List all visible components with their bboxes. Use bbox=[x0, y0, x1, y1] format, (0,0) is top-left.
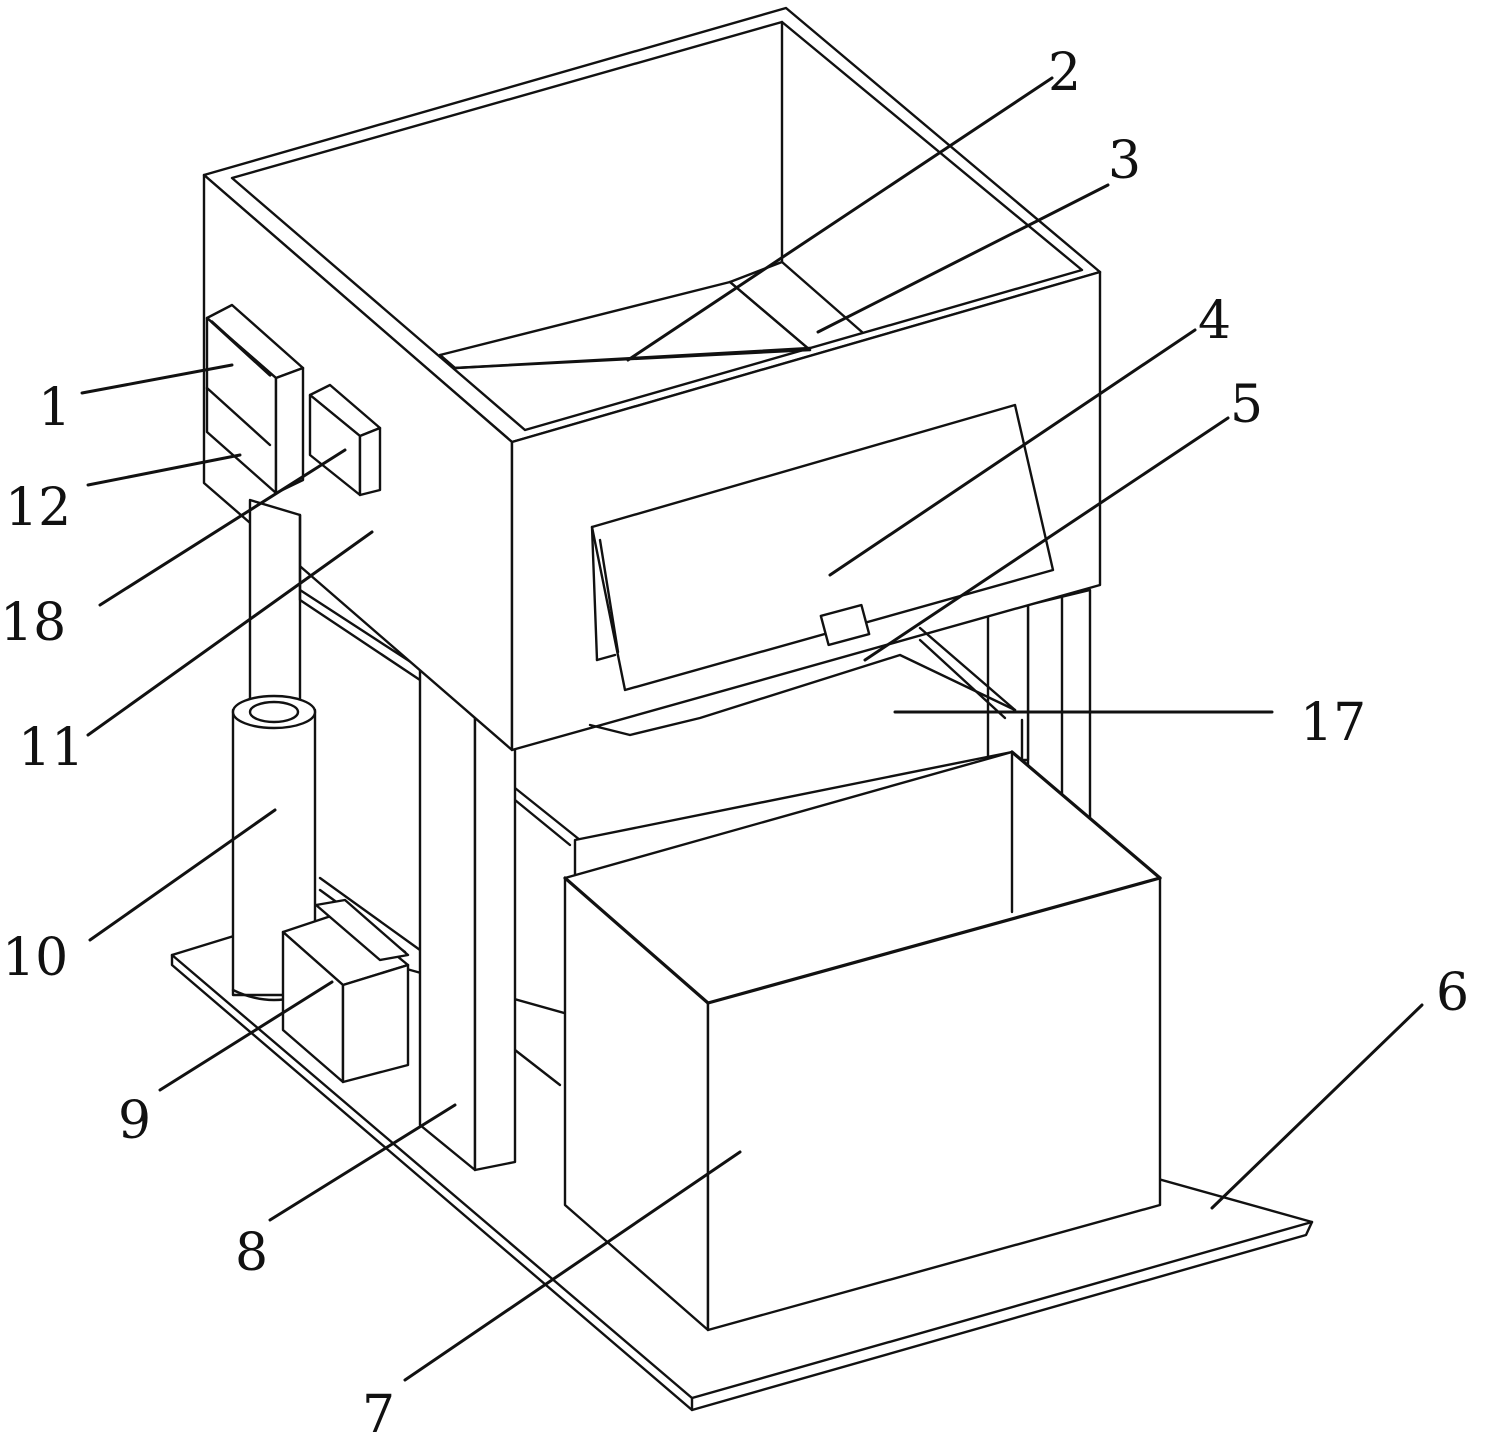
label-17: 17 bbox=[1300, 693, 1366, 753]
label-11: 11 bbox=[18, 718, 84, 778]
label-6: 6 bbox=[1436, 963, 1469, 1023]
leader-6 bbox=[1212, 1005, 1422, 1208]
label-18: 18 bbox=[0, 593, 66, 653]
front-left-leg bbox=[420, 668, 515, 1170]
label-4: 4 bbox=[1198, 291, 1231, 351]
label-10: 10 bbox=[2, 928, 68, 988]
label-3: 3 bbox=[1108, 131, 1141, 191]
label-2: 2 bbox=[1048, 43, 1081, 103]
label-5: 5 bbox=[1230, 375, 1263, 435]
label-12: 12 bbox=[5, 478, 71, 538]
label-7: 7 bbox=[362, 1385, 395, 1445]
label-9: 9 bbox=[118, 1091, 151, 1151]
label-8: 8 bbox=[235, 1223, 268, 1283]
leader-11 bbox=[88, 532, 372, 735]
label-1: 1 bbox=[38, 378, 71, 438]
